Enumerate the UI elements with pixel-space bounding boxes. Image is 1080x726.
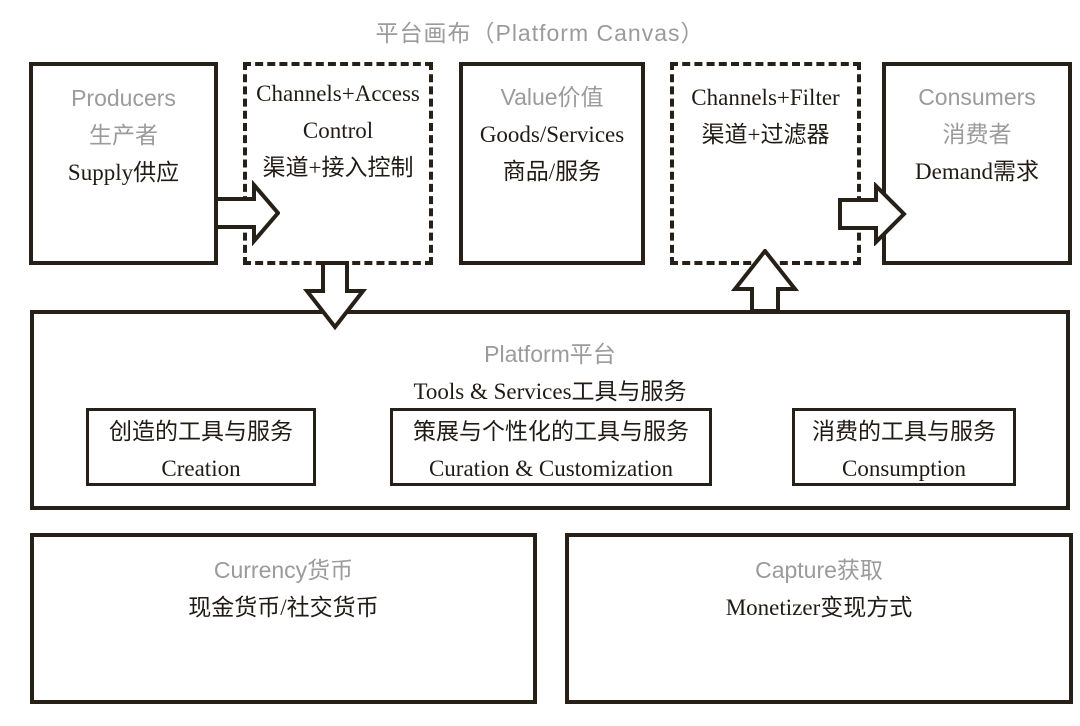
consumers-box: Consumers 消费者 Demand需求	[882, 62, 1072, 265]
monetizer-label: Monetizer变现方式	[725, 595, 913, 620]
channels-access-label-1: Channels+Access	[256, 81, 420, 106]
capture-box: Capture获取 Monetizer变现方式	[565, 533, 1073, 704]
channels-filter-label-cn: 渠道+过滤器	[701, 122, 830, 147]
capture-label: Capture获取	[755, 557, 883, 583]
platform-title: Platform平台	[484, 341, 616, 367]
goods-services-label-cn: 商品/服务	[502, 159, 602, 184]
producers-box: Producers 生产者 Supply供应	[29, 62, 218, 265]
arrow-platform-to-filter-icon	[731, 249, 799, 313]
currency-label: Currency货币	[213, 557, 354, 583]
channels-access-control-box: Channels+Access Control 渠道+接入控制	[243, 62, 433, 265]
consumers-label-en: Consumers	[918, 84, 1036, 110]
producers-label-cn: 生产者	[89, 122, 158, 148]
curation-tools-box: 策展与个性化的工具与服务 Curation & Customization	[390, 408, 712, 486]
producers-supply-label: Supply供应	[67, 160, 180, 185]
value-box: Value价值 Goods/Services 商品/服务	[459, 62, 645, 265]
channels-access-label-2: Control	[302, 118, 374, 143]
curation-label-en: Curation & Customization	[428, 456, 674, 481]
arrow-channels-to-platform-icon	[303, 261, 367, 331]
consumption-label-en: Consumption	[842, 456, 966, 481]
curation-label-cn: 策展与个性化的工具与服务	[413, 419, 689, 444]
channels-filter-box: Channels+Filter 渠道+过滤器	[670, 62, 861, 265]
arrow-supply-to-channels-icon	[214, 180, 280, 246]
goods-services-label: Goods/Services	[479, 122, 625, 147]
consumption-label-cn: 消费的工具与服务	[812, 419, 996, 444]
channels-access-label-cn: 渠道+接入控制	[262, 155, 414, 180]
platform-subtitle: Tools & Services工具与服务	[413, 379, 687, 404]
currency-label-cn: 现金货币/社交货币	[188, 595, 379, 620]
currency-box: Currency货币 现金货币/社交货币	[30, 533, 537, 704]
consumption-tools-box: 消费的工具与服务 Consumption	[792, 408, 1016, 486]
channels-filter-label: Channels+Filter	[691, 85, 840, 110]
arrow-filter-to-consumers-icon	[838, 182, 907, 246]
consumers-label-cn: 消费者	[942, 121, 1012, 147]
value-label: Value价值	[500, 84, 604, 110]
producers-label-en: Producers	[71, 85, 176, 111]
diagram-title: 平台画布（Platform Canvas）	[375, 20, 705, 46]
creation-tools-box: 创造的工具与服务 Creation	[86, 408, 316, 486]
creation-label-en: Creation	[161, 456, 241, 481]
consumers-demand-label: Demand需求	[915, 159, 1039, 184]
creation-label-cn: 创造的工具与服务	[109, 419, 293, 444]
